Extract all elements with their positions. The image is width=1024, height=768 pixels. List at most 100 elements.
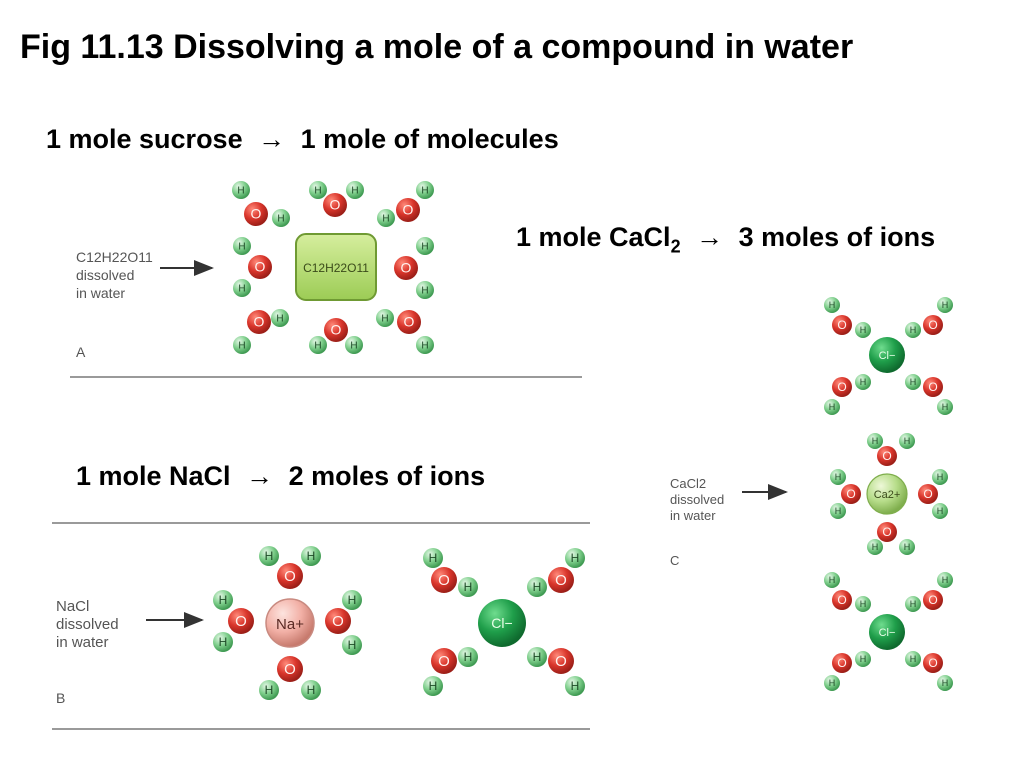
hydrogen-label: H: [937, 506, 944, 516]
oxygen-label: O: [837, 656, 846, 670]
hydrogen-atom: [937, 399, 953, 415]
sodium-ion-label: Na+: [276, 616, 304, 633]
oxygen-label: O: [882, 449, 891, 463]
hydrogen-label: H: [421, 241, 428, 252]
hydrogen-atom: [899, 433, 915, 449]
nacl-caption: NaCl dissolved in water: [56, 598, 119, 651]
hydrogen-label: H: [571, 679, 580, 693]
oxygen-label: O: [837, 380, 846, 394]
oxygen-label: O: [401, 260, 412, 276]
sucrose-solute-label: C12H22O11: [303, 261, 369, 275]
oxygen-atom: [394, 256, 418, 280]
oxygen-label: O: [555, 572, 567, 589]
water-molecule: HHO: [830, 469, 861, 519]
water-molecule: HHO: [527, 647, 585, 696]
hydrogen-label: H: [219, 593, 228, 607]
oxygen-label: O: [235, 613, 247, 630]
hydrogen-atom: [301, 680, 321, 700]
water-molecule: HHO: [824, 374, 871, 415]
hydrogen-label: H: [237, 185, 244, 196]
chloride-ion-label: Cl−: [879, 350, 896, 362]
chloride-ion-label: Cl−: [879, 627, 896, 639]
oxygen-atom: [832, 377, 852, 397]
hydrogen-atom: [905, 322, 921, 338]
hydrogen-atom: [342, 635, 362, 655]
nacl-heading-right: 2 moles of ions: [288, 461, 486, 491]
hydrogen-atom: [937, 297, 953, 313]
oxygen-atom: [277, 563, 303, 589]
hydrogen-atom: [345, 336, 363, 354]
oxygen-atom: [244, 202, 268, 226]
hydrogen-atom: [346, 181, 364, 199]
hydrogen-label: H: [351, 185, 358, 196]
hydrogen-label: H: [238, 340, 245, 351]
hydrogen-label: H: [265, 549, 274, 563]
hydrogen-label: H: [872, 542, 879, 552]
oxygen-label: O: [928, 318, 937, 332]
oxygen-label: O: [332, 613, 344, 630]
hydrogen-label: H: [829, 575, 836, 585]
water-molecule: HHO: [905, 651, 953, 691]
oxygen-label: O: [438, 572, 450, 589]
sucrose-heading-left: 1 mole sucrose: [46, 124, 243, 154]
hydrogen-label: H: [421, 185, 428, 196]
hydrogen-label: H: [829, 300, 836, 310]
calcium-ion: Ca2+: [866, 473, 908, 515]
chloride-ion-label: Cl−: [491, 615, 512, 631]
hydrogen-atom: [867, 433, 883, 449]
hydrogen-label: H: [829, 678, 836, 688]
hydrogen-atom: [416, 281, 434, 299]
hydrogen-atom: [423, 676, 443, 696]
oxygen-label: O: [555, 653, 567, 670]
oxygen-atom: [248, 255, 272, 279]
hydrogen-label: H: [238, 283, 245, 294]
hydrogen-label: H: [872, 436, 879, 446]
water-molecule: HHO: [233, 237, 272, 297]
hydrogen-atom: [309, 336, 327, 354]
hydrogen-atom: [259, 546, 279, 566]
hydrogen-atom: [830, 503, 846, 519]
sucrose-caption: C12H22O11 dissolved in water: [76, 249, 153, 301]
oxygen-atom: [396, 198, 420, 222]
divider-a: [70, 376, 582, 378]
hydrogen-label: H: [464, 580, 473, 594]
oxygen-atom: [323, 193, 347, 217]
water-molecule: HHO: [377, 181, 434, 227]
arrow-glyph: →: [258, 124, 286, 154]
oxygen-atom: [923, 590, 943, 610]
hydrogen-label: H: [219, 635, 228, 649]
hydrogen-label: H: [829, 402, 836, 412]
hydrogen-atom: [272, 209, 290, 227]
hydrogen-atom: [824, 675, 840, 691]
oxygen-atom: [877, 522, 897, 542]
hydrogen-label: H: [942, 575, 949, 585]
sodium-ion: Na+: [265, 598, 315, 648]
hydrogen-label: H: [276, 313, 283, 324]
oxygen-label: O: [882, 525, 891, 539]
hydrogen-label: H: [533, 580, 542, 594]
nacl-heading: 1 mole NaCl → 2 moles of ions: [76, 461, 485, 492]
panel-letter-c: C: [670, 553, 680, 568]
hydrogen-label: H: [860, 654, 867, 664]
oxygen-atom: [923, 653, 943, 673]
oxygen-label: O: [923, 487, 932, 501]
cacl2-heading: 1 mole CaCl2 → 3 moles of ions: [516, 222, 935, 257]
hydrogen-atom: [458, 647, 478, 667]
hydrogen-atom: [937, 572, 953, 588]
hydrogen-label: H: [860, 599, 867, 609]
hydrogen-atom: [233, 279, 251, 297]
oxygen-atom: [277, 656, 303, 682]
hydrogen-label: H: [429, 551, 438, 565]
hydrogen-atom: [855, 596, 871, 612]
hydrogen-atom: [416, 336, 434, 354]
oxygen-label: O: [403, 202, 414, 218]
hydrogen-atom: [830, 469, 846, 485]
hydrogen-atom: [458, 577, 478, 597]
oxygen-label: O: [928, 593, 937, 607]
hydrogen-atom: [824, 572, 840, 588]
oxygen-label: O: [284, 661, 296, 678]
oxygen-atom: [832, 590, 852, 610]
